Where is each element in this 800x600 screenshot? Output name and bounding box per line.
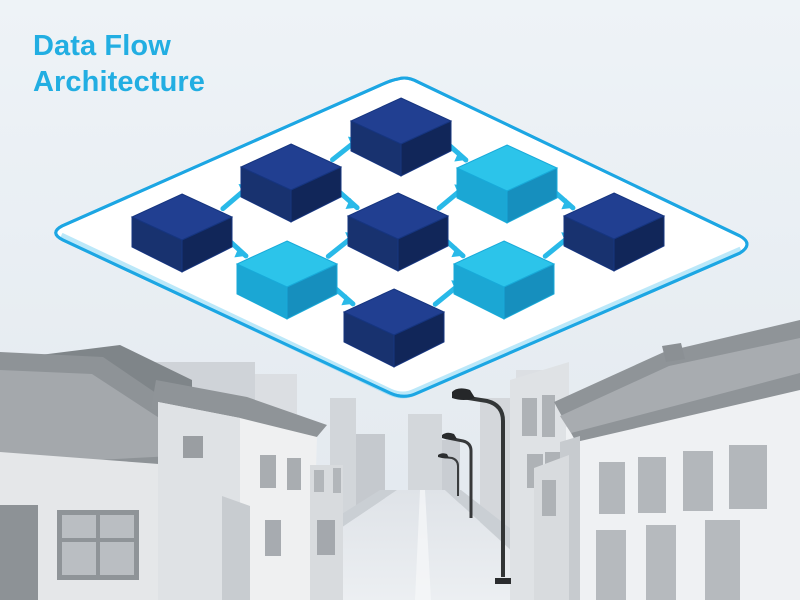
node-top-n8 [452, 240, 556, 288]
arrowhead-9 [341, 294, 353, 306]
title-line-2: Architecture [33, 66, 206, 98]
node-top-n1 [130, 193, 234, 241]
node-top-n7 [562, 192, 666, 240]
diagram-node-n6 [235, 240, 339, 320]
diagram-node-n8 [452, 240, 556, 320]
node-top-n9 [342, 288, 446, 336]
arrowhead-4 [345, 198, 358, 209]
node-top-n2 [239, 143, 343, 191]
diagram-node-n7 [562, 192, 666, 272]
diagram-node-n3 [349, 97, 453, 177]
node-top-n6 [235, 240, 339, 288]
diagram-node-n4 [455, 144, 559, 224]
right-buildings [510, 320, 800, 600]
arrowhead-10 [451, 246, 464, 258]
diagram-node-n2 [239, 143, 343, 223]
node-top-n5 [346, 192, 450, 240]
diagram-node-n5 [346, 192, 450, 272]
node-top-n3 [349, 97, 453, 145]
arrowhead-7 [234, 246, 246, 258]
diagram-title: Data Flow Architecture [33, 28, 353, 100]
diagram-nodes [130, 97, 666, 368]
diagram-node-n1 [130, 193, 234, 273]
arrowhead-3 [454, 150, 466, 162]
title-line-1: Data Flow [33, 30, 171, 62]
diagram-node-n9 [342, 288, 446, 368]
node-top-n4 [455, 144, 559, 192]
arrowhead-6 [561, 198, 573, 210]
street-lamps [438, 388, 511, 584]
left-buildings [0, 345, 343, 600]
